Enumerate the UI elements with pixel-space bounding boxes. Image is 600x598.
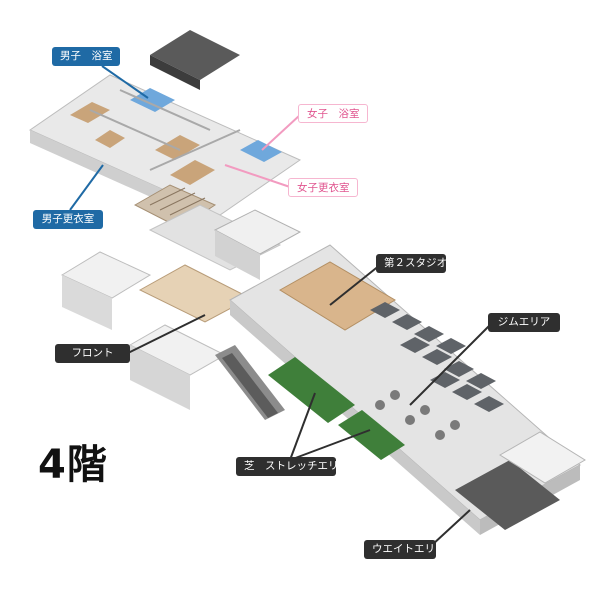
studio2-floor [279,261,396,331]
gym-machines [370,302,504,412]
callout-studio2: 第２スタジオ [376,254,447,273]
free-weight-equipment [375,390,460,440]
callout-turf-stretch: 芝 ストレッチエリア [236,457,349,476]
callout-mens-locker: 男子更衣室 [33,210,103,229]
callout-mens-bath: 男子 浴室 [52,47,120,66]
womens-bath-pool [240,140,282,162]
floor-label: 4階 [38,442,108,488]
callout-weight-area: ウエイトエリア [364,540,446,559]
turf-stretch-area-1 [268,357,355,423]
weight-area-floor [455,460,560,530]
callout-womens-locker: 女子更衣室 [288,178,358,197]
service-block [150,30,240,80]
turf-stretch-area-2 [338,410,405,460]
callout-gym-area: ジムエリア [488,313,560,332]
callout-womens-bath: 女子 浴室 [298,104,368,123]
callout-front: フロント [55,344,130,363]
